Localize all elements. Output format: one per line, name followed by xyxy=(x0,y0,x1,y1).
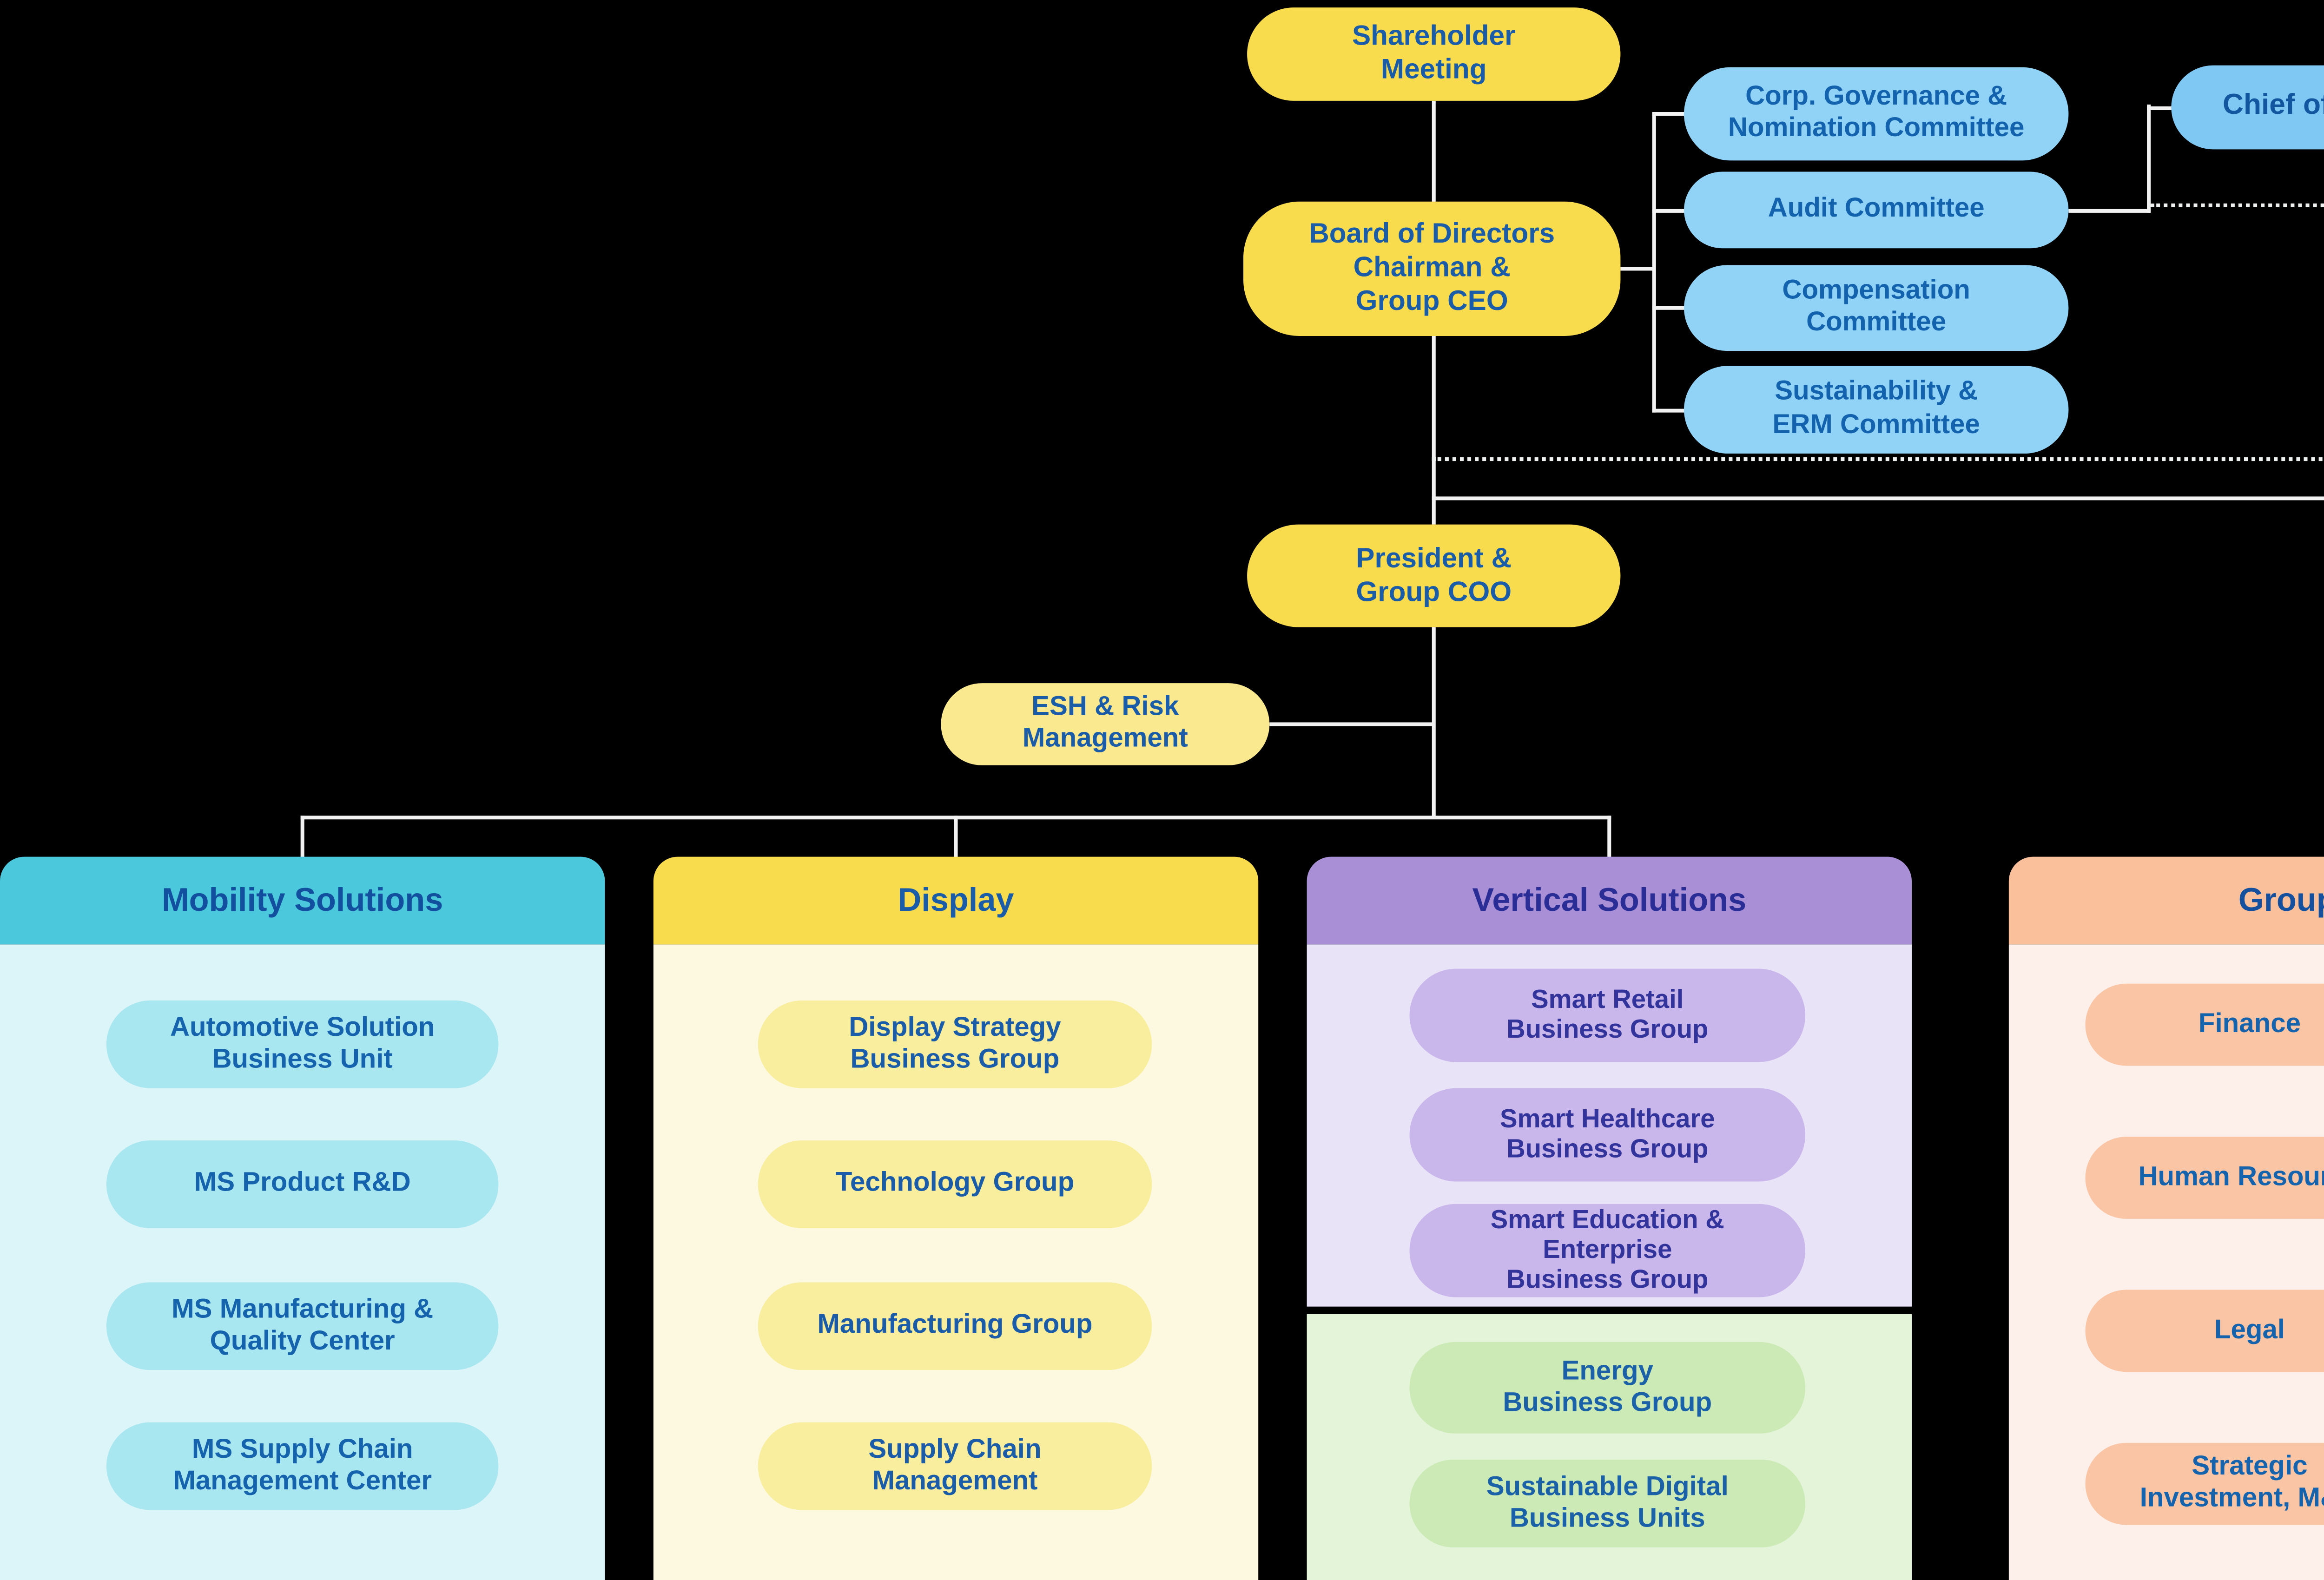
energy-item-sustainable-digital: Sustainable Digital Business Units xyxy=(1409,1459,1806,1547)
mobility-item-automotive-solution: Automotive Solution Business Unit xyxy=(106,1000,499,1088)
connector-board-to-president xyxy=(1432,336,1436,525)
dotted-chief-to-ceo-line xyxy=(1432,457,2324,461)
connector-committee-spine xyxy=(1652,112,1656,413)
connector-board-to-committees xyxy=(1620,267,1654,271)
node-board-of-directors: Board of Directors Chairman & Group CEO xyxy=(1243,201,1621,336)
connector-shareholder-to-board xyxy=(1432,100,1436,205)
dept-header-mobility-solutions: Mobility Solutions xyxy=(0,856,605,945)
display-item-technology-group: Technology Group xyxy=(758,1140,1152,1228)
connector-junction-vertical xyxy=(2147,104,2151,213)
node-chief-of-compliance: Chief of Compliance xyxy=(2171,65,2324,150)
dept-header-vertical-solutions: Vertical Solutions xyxy=(1307,856,1912,945)
connector-audit-to-junction xyxy=(2068,209,2151,213)
connector-stub-compensation xyxy=(1652,306,1686,310)
committee-corp-governance-nomination: Corp. Governance & Nomination Committee xyxy=(1684,67,2069,161)
node-president-group-coo: President & Group COO xyxy=(1247,524,1621,627)
infra-item-strategic-investment: Strategic Investment, M&A xyxy=(2085,1442,2324,1525)
vertical-item-smart-retail: Smart Retail Business Group xyxy=(1409,968,1806,1062)
vertical-item-smart-healthcare: Smart Healthcare Business Group xyxy=(1409,1088,1806,1182)
mobility-item-ms-supply-chain: MS Supply Chain Management Center xyxy=(106,1422,499,1510)
display-item-supply-chain: Supply Chain Management xyxy=(758,1422,1152,1510)
connector-esh-to-president xyxy=(1269,722,1434,726)
mobility-item-ms-manufacturing: MS Manufacturing & Quality Center xyxy=(106,1282,499,1370)
node-shareholder-meeting: Shareholder Meeting xyxy=(1247,7,1621,101)
connector-stub-sustainability xyxy=(1652,408,1686,413)
connector-drop-vertical-solutions xyxy=(1607,816,1611,859)
dept-header-display: Display xyxy=(653,856,1259,945)
connector-drop-display xyxy=(954,816,958,859)
committee-sustainability-erm: Sustainability & ERM Committee xyxy=(1684,366,2069,454)
connector-stub-audit xyxy=(1652,209,1686,213)
vertical-item-smart-education: Smart Education & Enterprise Business Gr… xyxy=(1409,1204,1806,1297)
connector-stub-corp-governance xyxy=(1652,112,1686,116)
dept-header-group-infrastructure: Group Infrastructure Unit xyxy=(2008,856,2324,945)
infra-item-human-resource: Human Resource xyxy=(2085,1137,2324,1219)
mobility-item-ms-product-rd: MS Product R&D xyxy=(106,1140,499,1228)
dotted-audit-to-right xyxy=(2151,203,2324,207)
committee-compensation: Compensation Committee xyxy=(1684,265,2069,351)
connector-drop-mobility xyxy=(300,816,304,859)
committee-audit: Audit Committee xyxy=(1684,171,2069,249)
infra-item-legal: Legal xyxy=(2085,1290,2324,1372)
energy-item-energy-business-group: Energy Business Group xyxy=(1409,1342,1806,1434)
infra-item-finance: Finance xyxy=(2085,983,2324,1066)
display-item-manufacturing-group: Manufacturing Group xyxy=(758,1282,1152,1370)
display-item-strategy-group: Display Strategy Business Group xyxy=(758,1000,1152,1088)
connector-to-infrastructure-horizontal xyxy=(1432,496,2324,500)
node-esh-risk-management: ESH & Risk Management xyxy=(941,683,1270,765)
connector-junction-to-chief xyxy=(2147,106,2173,110)
